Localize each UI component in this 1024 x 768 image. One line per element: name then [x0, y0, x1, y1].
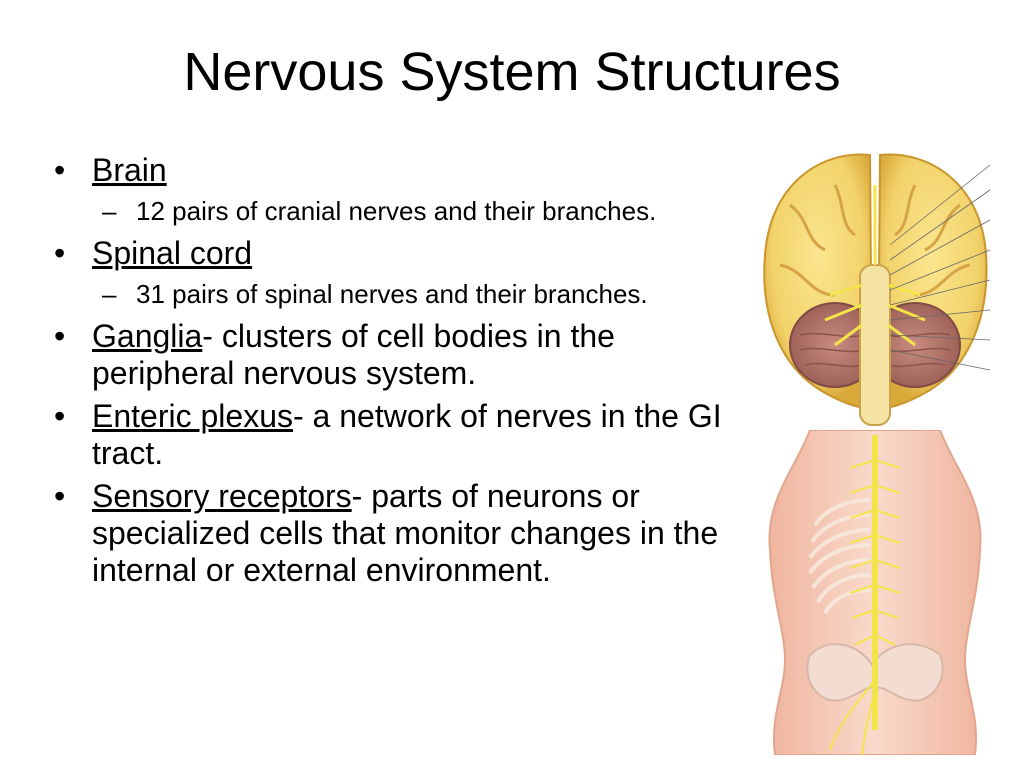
bullet-brain: • Brain — [50, 152, 730, 189]
bullet-term: Enteric plexus — [92, 398, 293, 434]
bullet-ganglia: • Ganglia- clusters of cell bodies in th… — [50, 318, 730, 392]
bullet-spinal-cord: • Spinal cord — [50, 235, 730, 272]
bullet-marker: • — [54, 478, 66, 514]
bullet-description: - parts of neurons or specialized cells … — [92, 478, 719, 588]
bullet-term: Spinal cord — [92, 235, 253, 271]
bullet-marker: • — [54, 398, 66, 434]
sub-bullet-marker: – — [102, 279, 117, 309]
sub-bullet-spinal-cord: – 31 pairs of spinal nerves and their br… — [50, 278, 730, 310]
sub-bullet-marker: – — [102, 196, 117, 226]
bullet-marker: • — [54, 318, 66, 354]
bullet-list: • Brain – 12 pairs of cranial nerves and… — [50, 152, 730, 595]
bullet-description: - a network of nerves in the GI tract. — [92, 398, 722, 471]
anatomy-figures — [750, 145, 1000, 755]
bullet-sensory-receptors: • Sensory receptors- parts of neurons or… — [50, 478, 730, 589]
slide-title: Nervous System Structures — [183, 42, 841, 102]
sub-bullet-text: 12 pairs of cranial nerves and their bra… — [136, 196, 657, 226]
brain-illustration-icon — [763, 153, 991, 426]
bullet-term: Ganglia — [92, 318, 203, 354]
bullet-marker: • — [54, 152, 66, 188]
bullet-term: Brain — [92, 152, 167, 188]
bullet-enteric-plexus: • Enteric plexus- a network of nerves in… — [50, 398, 730, 472]
sub-bullet-brain: – 12 pairs of cranial nerves and their b… — [50, 195, 730, 227]
bullet-marker: • — [54, 235, 66, 271]
bullet-term: Sensory receptors — [92, 478, 352, 514]
spinal-cord-illustration-icon — [768, 430, 982, 755]
sub-bullet-text: 31 pairs of spinal nerves and their bran… — [136, 279, 648, 309]
bullet-description: - clusters of cell bodies in the periphe… — [92, 318, 615, 391]
